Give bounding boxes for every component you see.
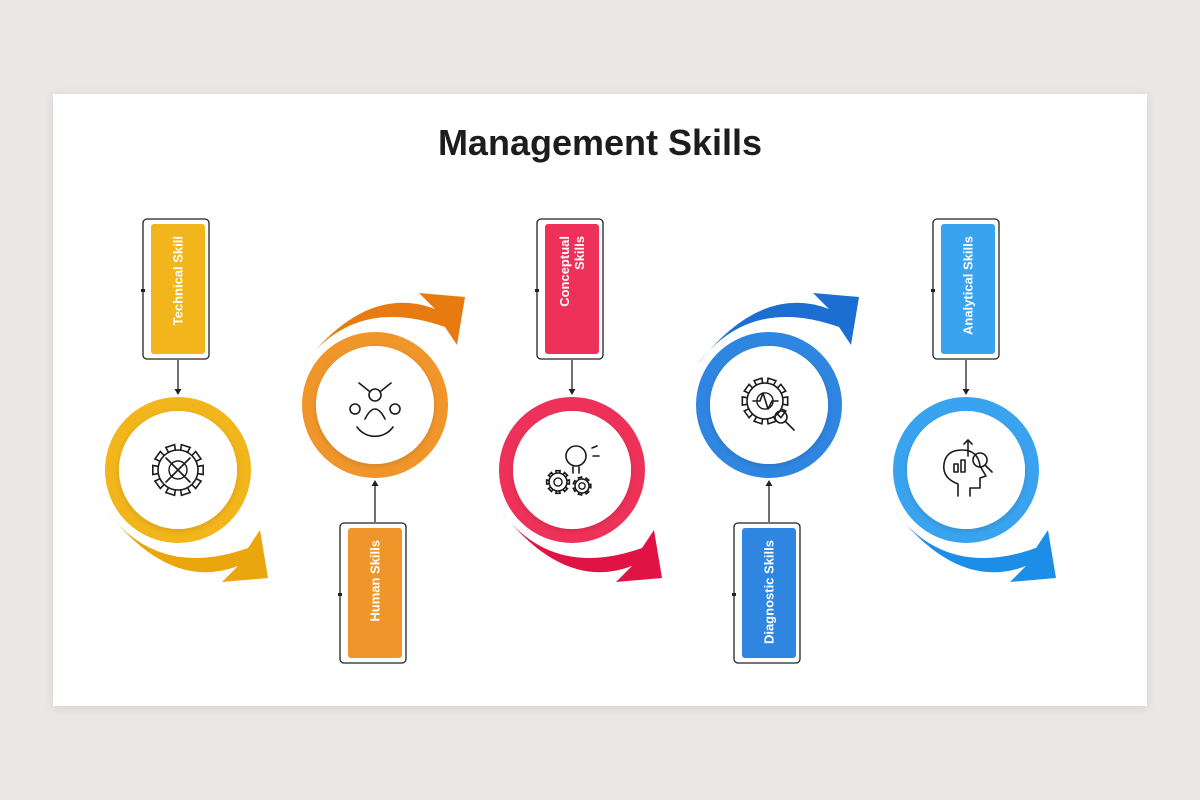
lightbulb-gears-icon <box>545 445 600 496</box>
label-box <box>151 224 205 354</box>
label-box <box>348 528 402 658</box>
head-analytics-icon <box>942 439 993 497</box>
skill-label: Human Skills <box>368 540 383 622</box>
outline-tick <box>535 289 539 292</box>
skill-label-line: Technical Skill <box>171 236 186 325</box>
step-ring <box>105 397 251 543</box>
step-inner-circle <box>710 346 828 464</box>
skill-step-2: Human Skills <box>302 293 465 664</box>
skill-step-4: Diagnostic Skills <box>696 293 859 664</box>
step-ring <box>499 397 645 543</box>
skill-step-1: Technical Skill <box>105 218 268 582</box>
skill-label: Diagnostic Skills <box>762 540 777 644</box>
connector-arrowhead <box>962 389 970 395</box>
step-inner-circle <box>316 346 434 464</box>
skill-label-line: Skills <box>572 236 587 270</box>
swirl-arrow <box>106 510 268 582</box>
connector-arrowhead <box>765 480 773 486</box>
label-box <box>742 528 796 658</box>
step-inner-circle <box>907 411 1025 529</box>
label-box <box>545 224 599 354</box>
gear-magnifier-icon <box>741 377 795 431</box>
label-box <box>941 224 995 354</box>
swirl-arrow <box>303 293 465 365</box>
connector-arrowhead <box>371 480 379 486</box>
skill-label: Technical Skill <box>171 236 186 325</box>
step-ring <box>696 332 842 478</box>
skill-label-line: Diagnostic Skills <box>762 540 777 644</box>
wrench-gear-icon <box>152 443 204 497</box>
outline-tick <box>931 289 935 292</box>
skill-label-line: Analytical Skills <box>961 236 976 335</box>
connector-arrowhead <box>174 389 182 395</box>
outline-tick <box>338 593 342 596</box>
swirl-arrow <box>697 293 859 365</box>
team-people-icon <box>349 382 401 438</box>
skill-label-line: Conceptual <box>557 236 572 307</box>
swirl-arrow <box>500 510 662 582</box>
skill-label: ConceptualSkills <box>557 236 587 307</box>
page-title: Management Skills <box>437 122 763 163</box>
skill-label-line: Human Skills <box>368 540 383 622</box>
swirl-arrow <box>894 510 1056 582</box>
step-ring <box>893 397 1039 543</box>
outline-tick <box>141 289 145 292</box>
step-inner-circle <box>513 411 631 529</box>
outline-tick <box>732 593 736 596</box>
skill-step-3: ConceptualSkills <box>499 218 662 582</box>
skill-step-5: Analytical Skills <box>893 218 1056 582</box>
skill-label: Analytical Skills <box>961 236 976 335</box>
step-ring <box>302 332 448 478</box>
connector-arrowhead <box>568 389 576 395</box>
